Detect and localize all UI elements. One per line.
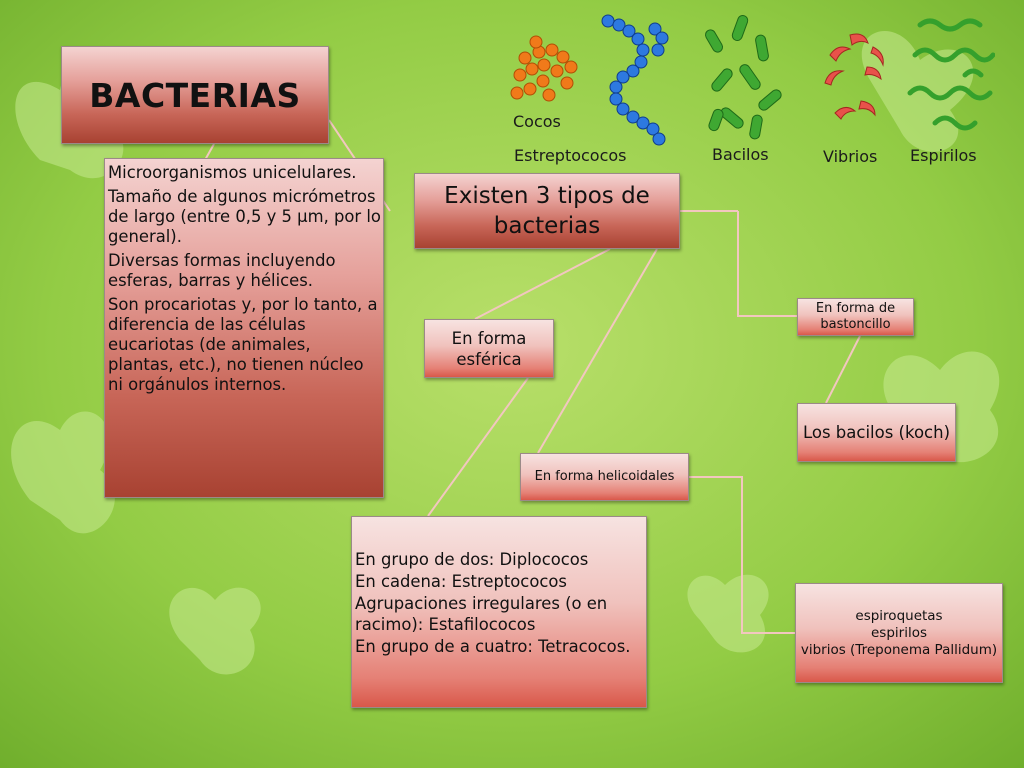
rod-shape-label: En forma de bastoncillo: [815, 301, 896, 332]
types-title: Existen 3 tipos de bacterias: [444, 183, 650, 239]
bacilli-label: Los bacilos (koch): [802, 423, 951, 442]
estreptococos-illustration: [601, 14, 669, 146]
helix-types-box: espiroquetas espirilos vibrios (Treponem…: [795, 583, 1003, 683]
bacilli-box: Los bacilos (koch): [797, 403, 956, 462]
helix-shape-label: En forma helicoidales: [534, 469, 675, 484]
espirilos-label: Espirilos: [910, 146, 977, 165]
bacteria-types-illustration: [510, 14, 995, 146]
bacilos-label: Bacilos: [712, 145, 769, 164]
espirilos-illustration: [907, 18, 995, 131]
sphere-groups-box: En grupo de dos: Diplococos En cadena: E…: [351, 516, 647, 708]
bacilos-illustration: [705, 14, 782, 140]
helix-shape-box: En forma helicoidales: [520, 453, 689, 501]
types-box: Existen 3 tipos de bacterias: [414, 173, 680, 249]
estreptococos-label: Estreptococos: [514, 146, 627, 165]
helix-type-item: vibrios (Treponema Pallidum): [800, 641, 998, 658]
title-box: BACTERIAS: [61, 46, 329, 144]
sphere-shape-label: En forma esférica: [451, 328, 527, 369]
description-item: Microorganismos unicelulares.: [108, 163, 357, 182]
helix-type-item: espirilos: [870, 624, 927, 641]
sphere-group-item: En cadena: Estreptococos: [355, 571, 567, 591]
description-item: Tamaño de algunos micrómetros de largo (…: [108, 187, 381, 246]
cocos-label: Cocos: [513, 112, 561, 131]
helix-type-item: espiroquetas: [855, 607, 943, 624]
description-item: Son procariotas y, por lo tanto, a difer…: [108, 295, 378, 394]
description-box: Microorganismos unicelulares. Tamaño de …: [104, 158, 384, 498]
sphere-shape-box: En forma esférica: [424, 319, 554, 378]
diagram-title: BACTERIAS: [89, 75, 301, 115]
sphere-group-item: Agrupaciones irregulares (o en racimo): …: [355, 593, 608, 635]
vibrios-label: Vibrios: [823, 147, 878, 166]
rod-shape-box: En forma de bastoncillo: [797, 298, 914, 336]
vibrios-illustration: [824, 33, 884, 120]
description-item: Diversas formas incluyendo esferas, barr…: [108, 251, 336, 290]
sphere-group-item: En grupo de dos: Diplococos: [355, 550, 589, 569]
cocos-illustration: [510, 35, 578, 102]
sphere-group-item: En grupo de a cuatro: Tetracocos.: [355, 637, 631, 657]
